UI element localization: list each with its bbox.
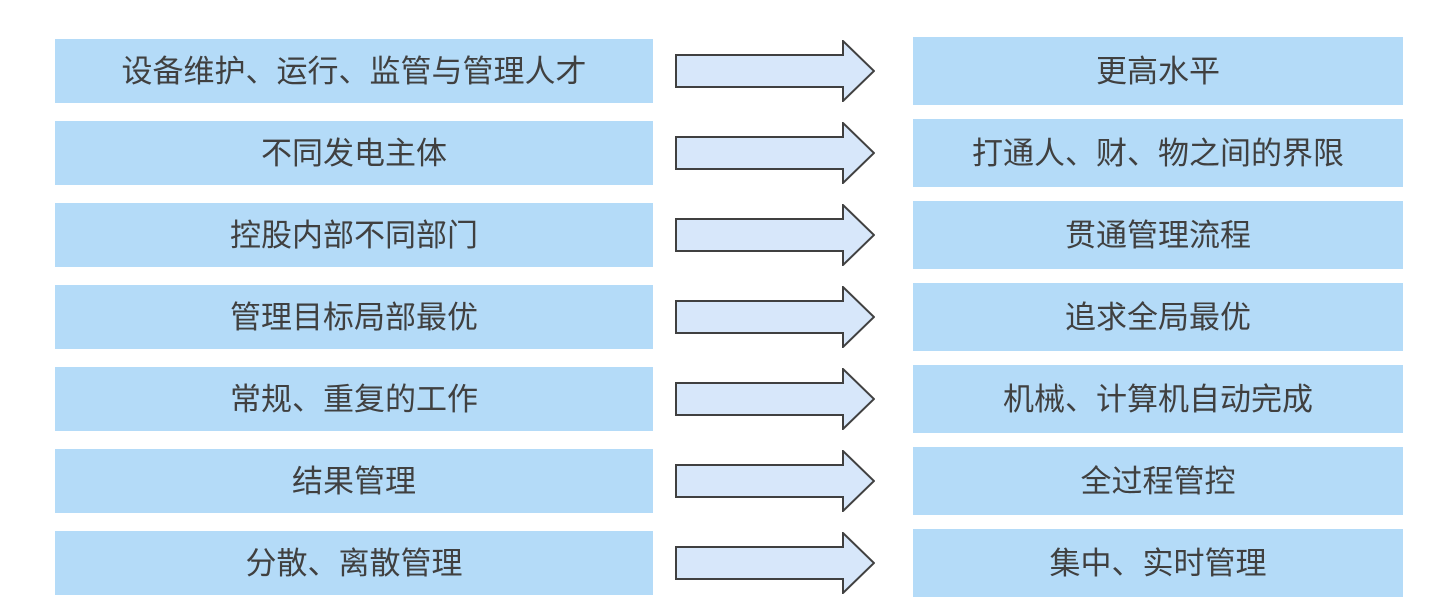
right-arrow-icon bbox=[675, 204, 875, 266]
target-box: 机械、计算机自动完成 bbox=[913, 365, 1403, 433]
target-box: 集中、实时管理 bbox=[913, 529, 1403, 597]
right-arrow-icon bbox=[675, 532, 875, 594]
right-arrow-icon bbox=[675, 450, 875, 512]
mapping-row: 管理目标局部最优 追求全局最优 bbox=[0, 283, 1448, 351]
source-box: 常规、重复的工作 bbox=[55, 367, 653, 431]
source-box: 管理目标局部最优 bbox=[55, 285, 653, 349]
target-box: 打通人、财、物之间的界限 bbox=[913, 119, 1403, 187]
mapping-row: 设备维护、运行、监管与管理人才 更高水平 bbox=[0, 37, 1448, 105]
right-arrow-icon bbox=[675, 368, 875, 430]
target-box: 追求全局最优 bbox=[913, 283, 1403, 351]
target-box: 全过程管控 bbox=[913, 447, 1403, 515]
source-box: 结果管理 bbox=[55, 449, 653, 513]
source-box: 不同发电主体 bbox=[55, 121, 653, 185]
mapping-row: 常规、重复的工作 机械、计算机自动完成 bbox=[0, 365, 1448, 433]
source-box: 控股内部不同部门 bbox=[55, 203, 653, 267]
right-arrow-icon bbox=[675, 40, 875, 102]
source-box: 设备维护、运行、监管与管理人才 bbox=[55, 39, 653, 103]
right-arrow-icon bbox=[675, 286, 875, 348]
mapping-row: 不同发电主体 打通人、财、物之间的界限 bbox=[0, 119, 1448, 187]
mapping-row: 分散、离散管理 集中、实时管理 bbox=[0, 529, 1448, 597]
right-arrow-icon bbox=[675, 122, 875, 184]
source-box: 分散、离散管理 bbox=[55, 531, 653, 595]
target-box: 贯通管理流程 bbox=[913, 201, 1403, 269]
target-box: 更高水平 bbox=[913, 37, 1403, 105]
mapping-row: 控股内部不同部门 贯通管理流程 bbox=[0, 201, 1448, 269]
mapping-row: 结果管理 全过程管控 bbox=[0, 447, 1448, 515]
